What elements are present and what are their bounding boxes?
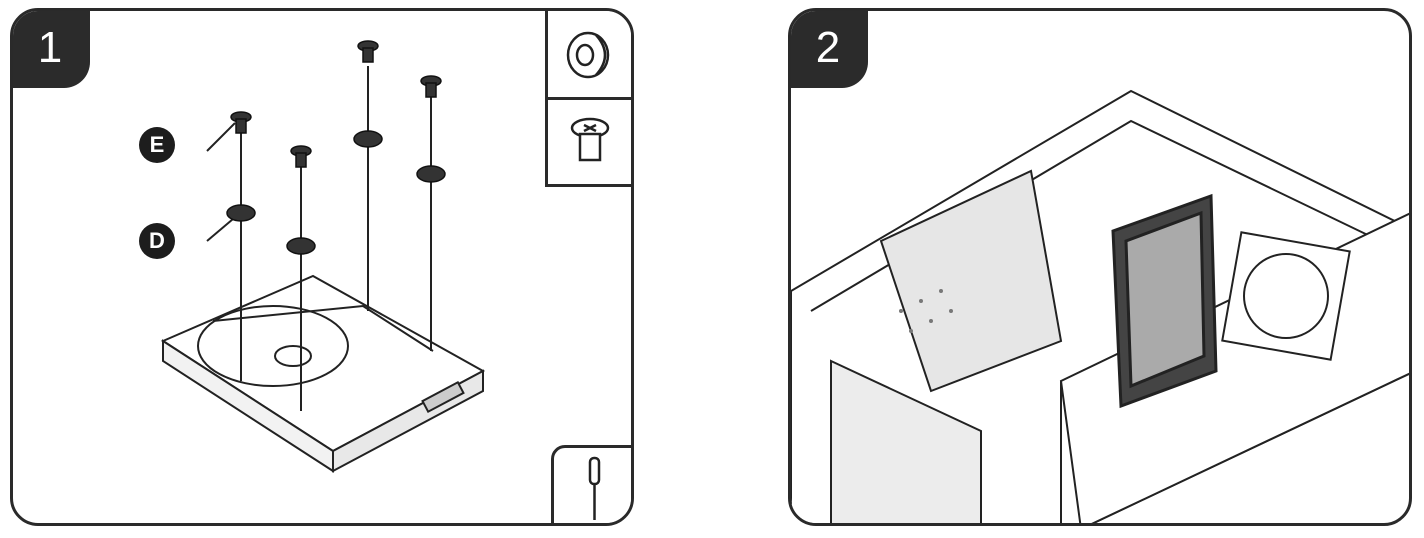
callout-grommet-label: D — [139, 223, 175, 259]
hdd-screw-illustration — [160, 40, 486, 473]
step-number-badge: 1 — [13, 11, 90, 88]
case-hdd-install-illustration — [791, 89, 1409, 523]
step-1-panel: 1 E D — [10, 8, 634, 526]
screw-part-icon — [545, 97, 631, 187]
step-2-panel: 2 — [788, 8, 1412, 526]
callout-screw-label: E — [139, 127, 175, 163]
grommet-part-icon — [545, 11, 631, 100]
screwdriver-tool-icon — [551, 445, 631, 523]
step-number-badge: 2 — [791, 11, 868, 88]
